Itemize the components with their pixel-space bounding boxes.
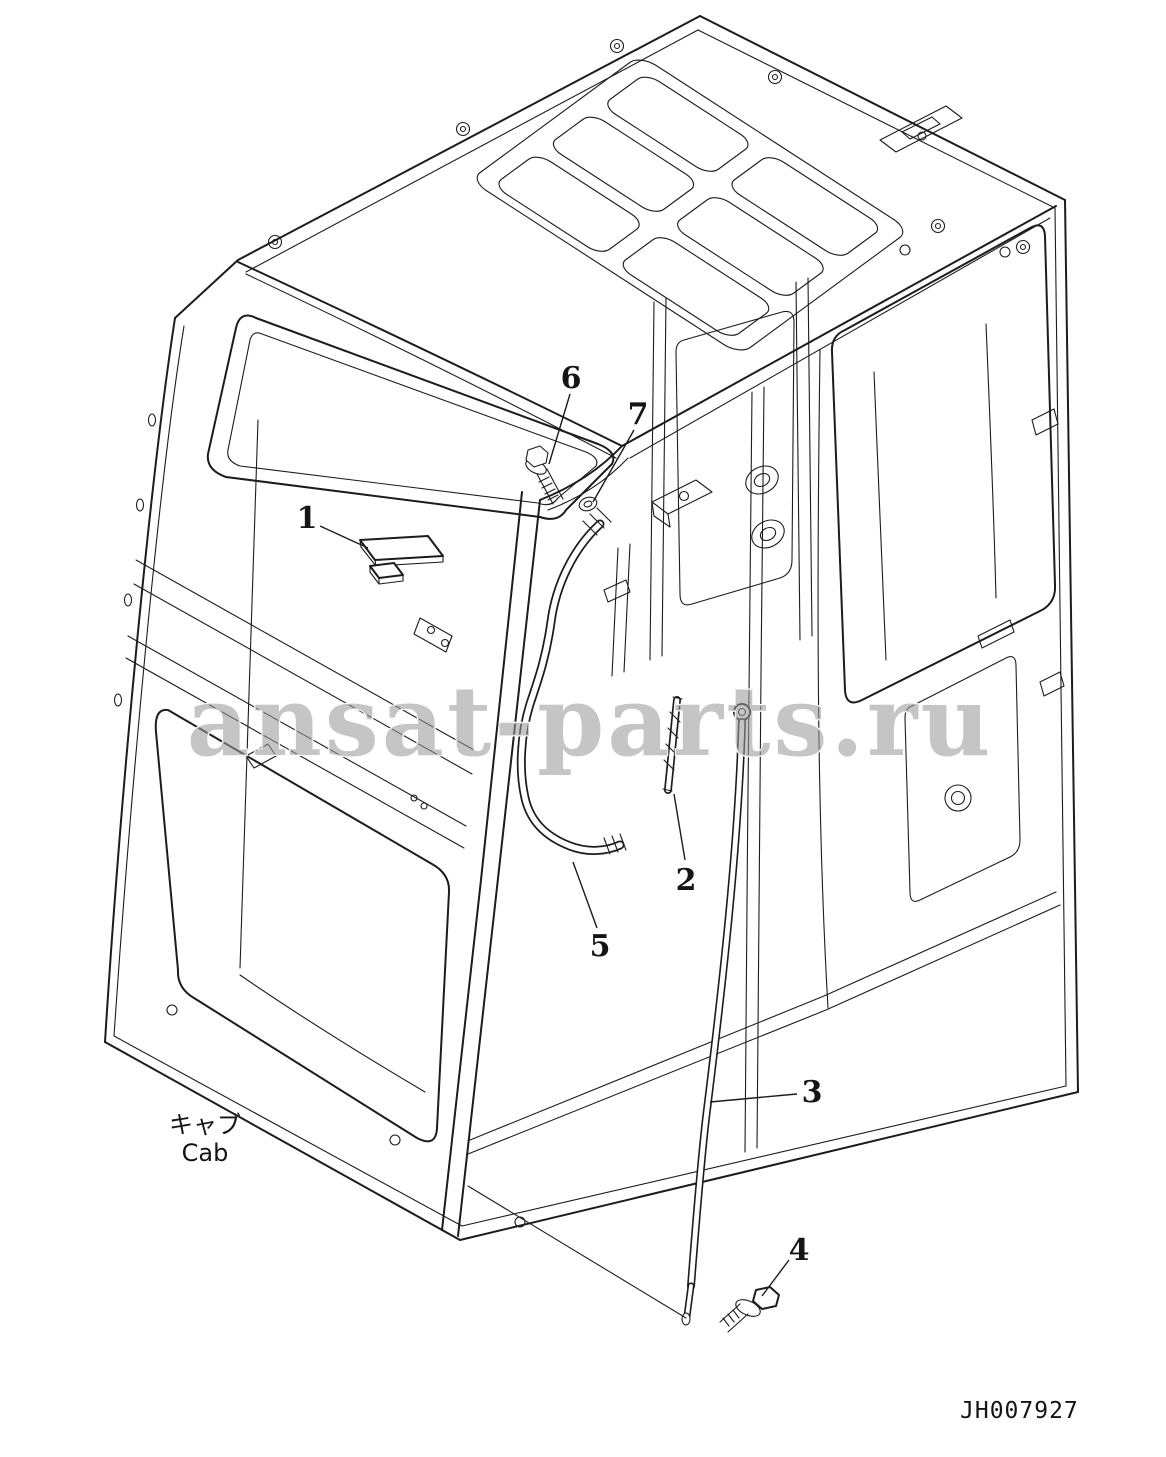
part-1-plate	[360, 536, 443, 584]
rear-wall-structure	[604, 278, 812, 676]
door-side-details	[468, 225, 1064, 1154]
watermark: ansat-parts.ru	[187, 665, 994, 778]
part-7-washer	[577, 495, 598, 513]
roof-skylight-grid	[470, 55, 910, 355]
drawing-number: JH007927	[960, 1398, 1079, 1424]
callout-5: 5	[590, 929, 611, 964]
cab-label-jp: キャブ	[169, 1111, 241, 1139]
roof-antenna-mount	[880, 106, 962, 152]
part-4-bolt	[720, 1287, 779, 1332]
construction-line	[468, 1186, 686, 1318]
edge-bolt-icons	[115, 40, 1030, 1228]
door-window-opening	[832, 225, 1055, 702]
callout-leaders	[320, 394, 797, 1296]
part-3-antenna-cable	[682, 704, 750, 1325]
callout-1: 1	[297, 501, 318, 536]
windshield-opening	[208, 316, 614, 519]
part-2-rod	[663, 697, 682, 791]
callout-7: 7	[628, 397, 649, 432]
door-handle	[978, 620, 1014, 648]
part-5-tube	[521, 508, 626, 854]
cab-label-en: Cab	[182, 1139, 229, 1167]
callout-6: 6	[561, 361, 582, 396]
cab-outline	[105, 16, 1078, 1240]
vent-hole-icon	[741, 461, 789, 554]
mount-bracket	[652, 480, 712, 527]
callout-3: 3	[802, 1075, 823, 1110]
front-face-details	[126, 420, 474, 1141]
callout-4: 4	[789, 1233, 810, 1268]
callout-2: 2	[676, 863, 697, 898]
part-6-bolt	[523, 446, 563, 504]
